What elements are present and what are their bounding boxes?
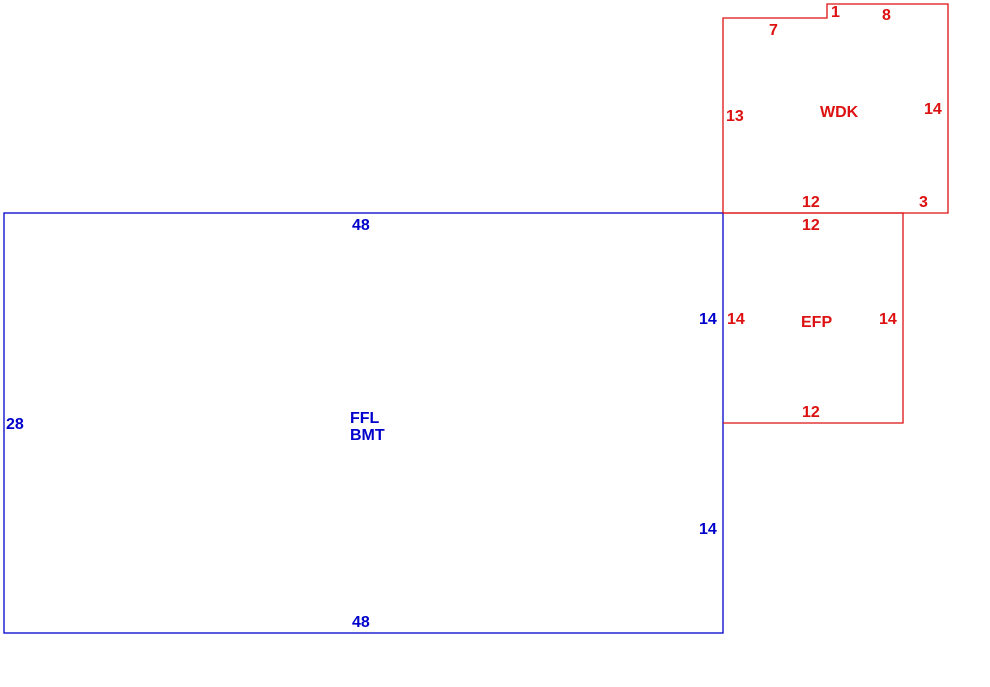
main-top-dimension: 48 [352, 217, 370, 234]
efp-right-dimension: 14 [879, 311, 897, 328]
efp-bottom-dimension: 12 [802, 404, 820, 421]
efp-top-dimension: 12 [802, 217, 820, 234]
wdk-top-left-dimension: 7 [769, 22, 778, 39]
main-right-upper-dimension: 14 [699, 311, 717, 328]
main-left-dimension: 28 [6, 416, 24, 433]
wdk-code: WDK [820, 104, 859, 121]
wdk-bottom-dimension: 12 [802, 194, 820, 211]
efp-outline [723, 212, 904, 424]
wdk-step-dimension: 1 [831, 4, 840, 21]
wdk-top-right-dimension: 8 [882, 7, 891, 24]
wdk-bottom-right-dimension: 3 [919, 194, 928, 211]
main-right-lower-dimension: 14 [699, 521, 717, 538]
wdk-outline [722, 3, 949, 214]
wdk-left-dimension: 13 [726, 108, 744, 125]
main-area-code-ffl: FFL [350, 410, 380, 427]
efp-left-dimension: 14 [727, 311, 745, 328]
efp-code: EFP [801, 314, 832, 331]
main-bottom-dimension: 48 [352, 614, 370, 631]
main-area-code-bmt: BMT [350, 427, 385, 444]
wdk-right-dimension: 14 [924, 101, 942, 118]
